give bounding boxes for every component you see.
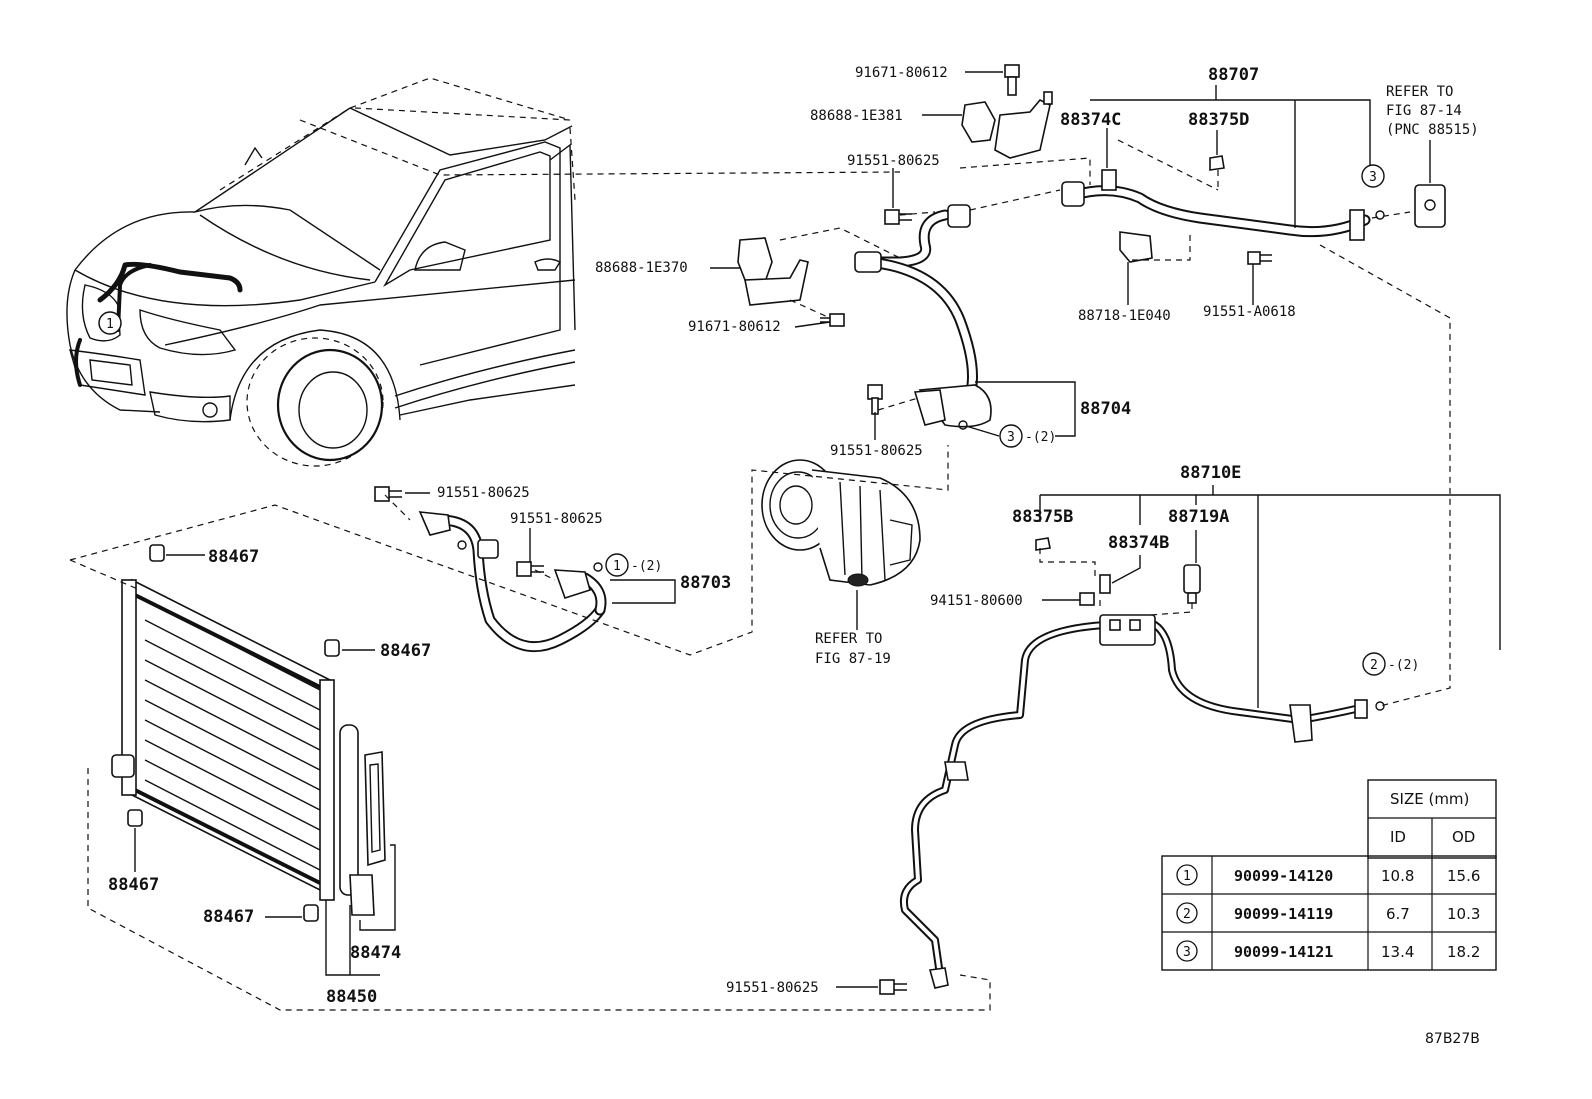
bolt-91551-80625-88703a xyxy=(374,486,402,502)
cushion-88467-c xyxy=(127,809,143,827)
oring-callout-2-88710E: 2 -(2) xyxy=(1362,652,1419,676)
table-col-od: OD xyxy=(1452,828,1475,846)
bolt-91551-80625-bottom xyxy=(879,979,907,995)
label-fig-87-19: FIG 87-19 xyxy=(815,651,891,667)
table-row: 2 90099-14119 6.7 10.3 xyxy=(1176,902,1480,924)
svg-text:15.6: 15.6 xyxy=(1447,867,1480,885)
label-88375D: 88375D xyxy=(1188,110,1249,130)
svg-text:90099-14120: 90099-14120 xyxy=(1234,867,1333,885)
expansion-valve xyxy=(1414,184,1446,228)
cap-88375B xyxy=(1035,537,1051,551)
label-88467-a: 88467 xyxy=(208,547,259,567)
svg-text:3: 3 xyxy=(1183,945,1191,960)
label-91671-80612-lower: 91671-80612 xyxy=(688,319,781,335)
label-88703: 88703 xyxy=(680,573,731,593)
table-row: 1 90099-14120 10.8 15.6 xyxy=(1176,864,1480,886)
bolt-91671-80612-lower xyxy=(820,313,845,327)
vehicle-illustration xyxy=(66,77,576,467)
label-fig-87-14: FIG 87-14 xyxy=(1386,103,1462,119)
valve-core-88374B xyxy=(1099,574,1111,594)
vehicle-callout-1: 1 xyxy=(98,311,122,335)
label-91551-80625-middle: 91551-80625 xyxy=(830,443,923,459)
svg-text:90099-14119: 90099-14119 xyxy=(1234,905,1333,923)
label-91671-80612-top: 91671-80612 xyxy=(855,65,948,81)
label-88688-1E381: 88688-1E381 xyxy=(810,108,903,124)
svg-text:-(2): -(2) xyxy=(631,559,662,574)
dashed-reference-lines xyxy=(69,139,1451,1011)
table-header-size: SIZE (mm) xyxy=(1390,790,1469,808)
label-pnc-88515: (PNC 88515) xyxy=(1386,122,1479,138)
label-refer-to-87-14: REFER TO xyxy=(1386,84,1453,100)
label-91551-80625-upper: 91551-80625 xyxy=(847,153,940,169)
label-88688-1E370: 88688-1E370 xyxy=(595,260,688,276)
label-refer-to-87-19: REFER TO xyxy=(815,631,882,647)
bracket-88688-1E381 xyxy=(961,91,1053,159)
svg-text:18.2: 18.2 xyxy=(1447,943,1480,961)
cushion-88467-a xyxy=(149,544,165,562)
part-labels: 91671-80612 88688-1E381 91551-80625 8870… xyxy=(108,65,1479,1007)
pressure-switch-88719A xyxy=(1183,564,1201,604)
cap-88375D xyxy=(1209,155,1225,171)
svg-text:-(2): -(2) xyxy=(1025,430,1056,445)
svg-text:6.7: 6.7 xyxy=(1386,905,1410,923)
svg-text:3: 3 xyxy=(1369,170,1377,185)
svg-text:90099-14121: 90099-14121 xyxy=(1234,943,1333,961)
bolt-91551-80625-88703b xyxy=(516,561,544,577)
bracket-88688-1E370 xyxy=(737,237,809,306)
label-88467-c: 88467 xyxy=(108,875,159,895)
label-88374B: 88374B xyxy=(1108,533,1169,553)
pipe-88704 xyxy=(854,204,992,428)
compressor xyxy=(761,459,921,587)
svg-text:2: 2 xyxy=(1370,658,1378,673)
table-row: 3 90099-14121 13.4 18.2 xyxy=(1176,940,1480,962)
label-88450: 88450 xyxy=(326,987,377,1007)
condenser xyxy=(111,578,386,916)
pipe-88707 xyxy=(1061,169,1371,241)
oring-callout-1-88703: 1 -(2) xyxy=(605,553,662,577)
label-91551-80625-88703a: 91551-80625 xyxy=(437,485,530,501)
figure-id: 87B27B xyxy=(1425,1031,1480,1047)
label-88474: 88474 xyxy=(350,943,401,963)
reference-dash-line xyxy=(354,107,571,121)
label-88710E: 88710E xyxy=(1180,463,1241,483)
label-88704: 88704 xyxy=(1080,399,1131,419)
cushion-88467-b xyxy=(324,639,340,657)
reference-dash-line xyxy=(299,119,901,176)
svg-text:1: 1 xyxy=(1183,869,1191,884)
label-91551-80625-88703b: 91551-80625 xyxy=(510,511,603,527)
label-88718-1E040: 88718-1E040 xyxy=(1078,308,1171,324)
label-88719A: 88719A xyxy=(1168,507,1229,527)
cushion-88467-d xyxy=(303,904,319,922)
label-91551-A0618: 91551-A0618 xyxy=(1203,304,1296,320)
label-88467-b: 88467 xyxy=(380,641,431,661)
svg-text:1: 1 xyxy=(613,559,621,574)
label-88707: 88707 xyxy=(1208,65,1259,85)
svg-text:10.8: 10.8 xyxy=(1381,867,1414,885)
label-91551-80625-bottom: 91551-80625 xyxy=(726,980,819,996)
oring-size-table: SIZE (mm) ID OD 1 90099-14120 10.8 15.6 … xyxy=(1161,779,1497,971)
oring-callout-3-88707: 3 xyxy=(1361,164,1385,188)
pipe-88703 xyxy=(418,511,607,653)
label-88375B: 88375B xyxy=(1012,507,1073,527)
svg-text:13.4: 13.4 xyxy=(1381,943,1414,961)
label-88374C: 88374C xyxy=(1060,110,1121,130)
svg-text:10.3: 10.3 xyxy=(1447,905,1480,923)
svg-text:1: 1 xyxy=(106,317,114,332)
nut-94151-80600 xyxy=(1079,592,1095,606)
clamp-88718 xyxy=(1119,231,1191,263)
bolt-91551-80625-upper xyxy=(884,209,912,225)
leader-lines xyxy=(134,71,1501,988)
oring-callout-3-88704: 3 -(2) xyxy=(965,424,1056,448)
svg-text:3: 3 xyxy=(1007,430,1015,445)
bolt-91551-A0618 xyxy=(1247,251,1272,265)
pipe-88710E xyxy=(899,614,1368,989)
table-col-id: ID xyxy=(1390,828,1406,846)
bolt-91671-80612-top xyxy=(1004,64,1020,96)
label-88467-d: 88467 xyxy=(203,907,254,927)
svg-text:-(2): -(2) xyxy=(1388,658,1419,673)
label-94151-80600: 94151-80600 xyxy=(930,593,1023,609)
svg-text:2: 2 xyxy=(1183,907,1191,922)
